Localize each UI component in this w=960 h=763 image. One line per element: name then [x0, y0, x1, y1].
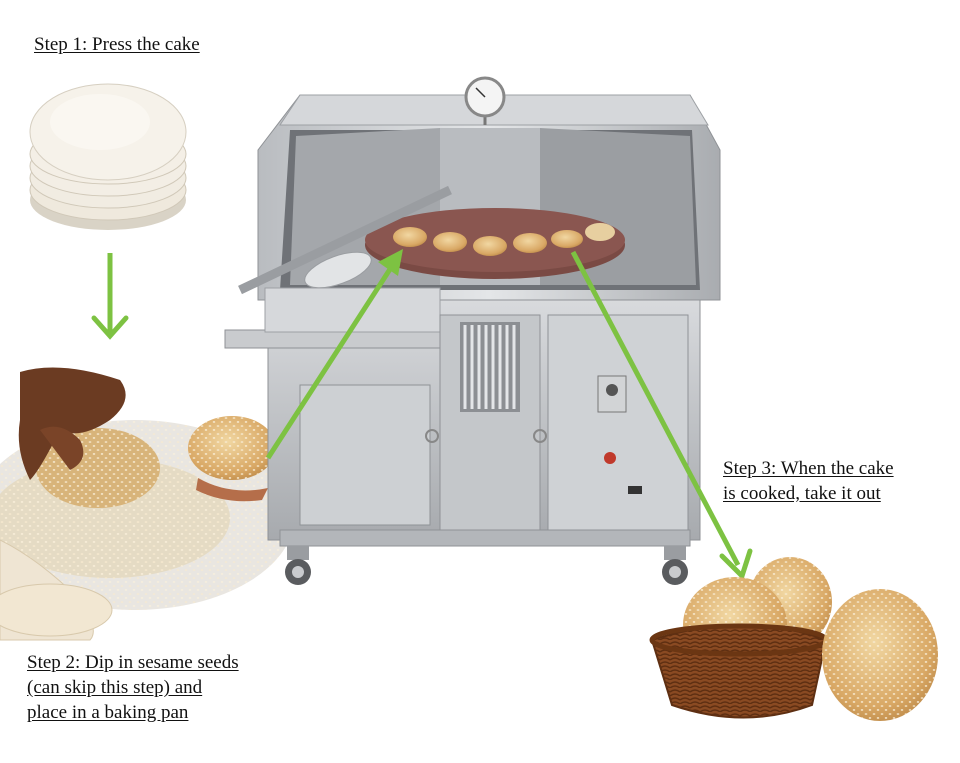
dough-stack	[29, 83, 187, 230]
step2-caption-line: (can skip this step) and	[27, 677, 203, 698]
step3-caption: Step 3: When the cake is cooked, take it…	[723, 456, 894, 506]
baking-oven	[224, 76, 721, 585]
cakes-on-plate	[393, 223, 615, 256]
arrow-step2-to-oven	[265, 249, 403, 460]
vent-grille	[460, 322, 520, 412]
bun-basket	[649, 557, 938, 721]
hand-with-cake	[188, 416, 276, 502]
arrow-step1-to-step2	[91, 253, 129, 340]
step1-caption: Step 1: Press the cake	[34, 34, 200, 55]
temperature-gauge-icon	[464, 76, 506, 125]
step3-caption-line: Step 3: When the cake	[723, 458, 894, 479]
step2-caption: Step 2: Dip in sesame seeds (can skip th…	[27, 650, 239, 725]
caster-wheels	[285, 546, 688, 585]
arrow-oven-to-step3	[570, 250, 753, 581]
sesame-plate-scene	[0, 367, 295, 641]
step2-caption-line: place in a baking pan	[27, 702, 189, 723]
step2-caption-line: Step 2: Dip in sesame seeds	[27, 652, 239, 673]
step3-caption-line: is cooked, take it out	[723, 483, 881, 504]
